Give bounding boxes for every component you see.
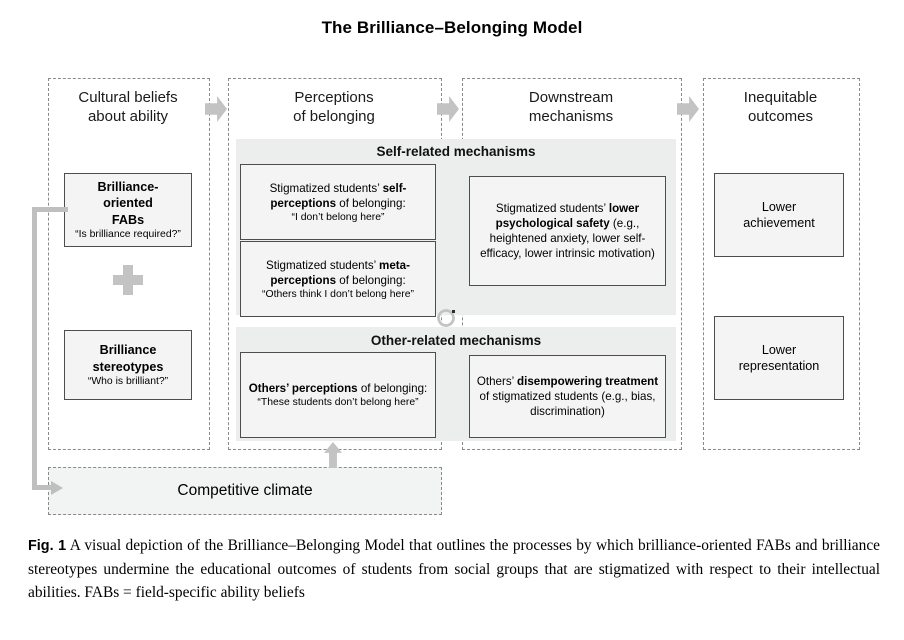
- others-perceptions-quote: “These students don’t belong here”: [257, 397, 419, 408]
- column-header-line1: Perceptions: [294, 89, 374, 106]
- feedback-loop-arrow-icon-vertical: [32, 207, 37, 490]
- psych-safety-text: Stigmatized students’ lower psychologica…: [470, 201, 665, 261]
- meta-perceptions-post: of belonging:: [336, 273, 406, 287]
- psych-safety-bold: lower psychological safety: [495, 202, 640, 230]
- feedback-loop-arrow-icon-top: [32, 207, 68, 212]
- column-header-downstream: Downstream mechanisms: [462, 88, 680, 126]
- others-perceptions-post: of belonging:: [357, 382, 428, 395]
- box-lower-psychological-safety[interactable]: Stigmatized students’ lower psychologica…: [469, 176, 666, 286]
- box-meta-perceptions[interactable]: Stigmatized students’ meta-perceptions o…: [240, 241, 436, 317]
- self-perceptions-post: of belonging:: [336, 196, 406, 210]
- fabs-line2: oriented: [103, 196, 153, 211]
- box-disempowering-treatment[interactable]: Others’ disempowering treatment of stigm…: [469, 355, 666, 438]
- lower-representation-line1: Lower: [761, 342, 797, 357]
- others-perceptions-bold: Others’ perceptions: [248, 382, 358, 395]
- psych-safety-post: (e.g., heightened anxiety, lower self-ef…: [480, 217, 655, 260]
- box-lower-representation[interactable]: Lower representation: [714, 316, 844, 400]
- column-header-line1: Downstream: [528, 89, 614, 106]
- column-header-perceptions: Perceptions of belonging: [228, 88, 440, 126]
- lower-representation-text: Lower representation: [715, 342, 843, 374]
- stereotypes-line1: Brilliance: [99, 343, 157, 358]
- stereotypes-line2: stereotypes: [92, 359, 164, 374]
- fabs-line1: Brilliance-: [97, 180, 159, 195]
- figure-caption: Fig. 1 A visual depiction of the Brillia…: [28, 534, 880, 604]
- lower-representation-line2: representation: [738, 359, 820, 373]
- box-self-perceptions[interactable]: Stigmatized students’ self-perceptions o…: [240, 164, 436, 240]
- disempowering-bold: disempowering treatment: [517, 375, 659, 388]
- column-header-line1: Inequitable: [743, 89, 818, 106]
- column-cultural-beliefs: [48, 78, 210, 450]
- cycle-arrow-icon: [437, 309, 455, 327]
- disempowering-pre: Others’: [476, 375, 518, 388]
- column-header-line1: Cultural beliefs: [78, 89, 178, 106]
- column-header-cultural-beliefs: Cultural beliefs about ability: [48, 88, 208, 126]
- band-label-other-related: Other-related mechanisms: [370, 333, 542, 348]
- figure-title: The Brilliance–Belonging Model: [321, 18, 583, 37]
- meta-perceptions-quote: “Others think I don’t belong here”: [262, 288, 414, 300]
- box-others-perceptions[interactable]: Others’ perceptions of belonging: “These…: [240, 352, 436, 438]
- disempowering-text: Others’ disempowering treatment of stigm…: [470, 374, 665, 419]
- column-header-inequitable: Inequitable outcomes: [703, 88, 858, 126]
- column-header-line2: of belonging: [293, 108, 375, 125]
- fabs-line3: FABs: [111, 212, 145, 227]
- column-inequitable-outcomes: [703, 78, 860, 450]
- plus-icon: [113, 265, 143, 295]
- feedback-loop-arrow-icon-bottom: [32, 485, 52, 490]
- column-header-line2: outcomes: [747, 108, 814, 125]
- figure-caption-label: Fig. 1: [28, 538, 67, 554]
- fabs-quote: “Is brilliance required?”: [75, 228, 181, 240]
- others-perceptions-text: Others’ perceptions of belonging:: [246, 381, 430, 396]
- disempowering-post: of stigmatized students (e.g., bias, dis…: [479, 390, 656, 418]
- lower-achievement-line1: Lower: [761, 199, 797, 214]
- meta-perceptions-bold: meta-perceptions: [270, 258, 410, 287]
- self-perceptions-bold: self-perceptions: [270, 181, 407, 210]
- column-header-line2: about ability: [87, 108, 169, 125]
- column-header-line2: mechanisms: [528, 108, 614, 125]
- figure-caption-text: A visual depiction of the Brilliance–Bel…: [28, 537, 880, 601]
- meta-perceptions-text: Stigmatized students’ meta-perceptions o…: [246, 258, 430, 288]
- band-label-self-related: Self-related mechanisms: [376, 144, 536, 159]
- meta-perceptions-pre: Stigmatized students’: [266, 258, 380, 272]
- self-perceptions-text: Stigmatized students’ self-perceptions o…: [246, 181, 430, 211]
- lower-achievement-text: Lower achievement: [715, 199, 843, 231]
- box-brilliance-oriented-fabs[interactable]: Brilliance- oriented FABs “Is brilliance…: [64, 173, 192, 247]
- self-perceptions-quote: “I don’t belong here”: [291, 211, 385, 223]
- stereotypes-quote: “Who is brilliant?”: [87, 375, 169, 387]
- figure-canvas: The Brilliance–Belonging Model Cultural …: [32, 18, 860, 515]
- box-competitive-climate[interactable]: Competitive climate: [48, 467, 442, 515]
- self-perceptions-pre: Stigmatized students’: [269, 181, 383, 195]
- psych-safety-pre: Stigmatized students’: [495, 202, 609, 215]
- competitive-climate-label: Competitive climate: [177, 482, 313, 499]
- lower-achievement-line2: achievement: [743, 216, 815, 230]
- box-lower-achievement[interactable]: Lower achievement: [714, 173, 844, 257]
- box-brilliance-stereotypes[interactable]: Brilliance stereotypes “Who is brilliant…: [64, 330, 192, 400]
